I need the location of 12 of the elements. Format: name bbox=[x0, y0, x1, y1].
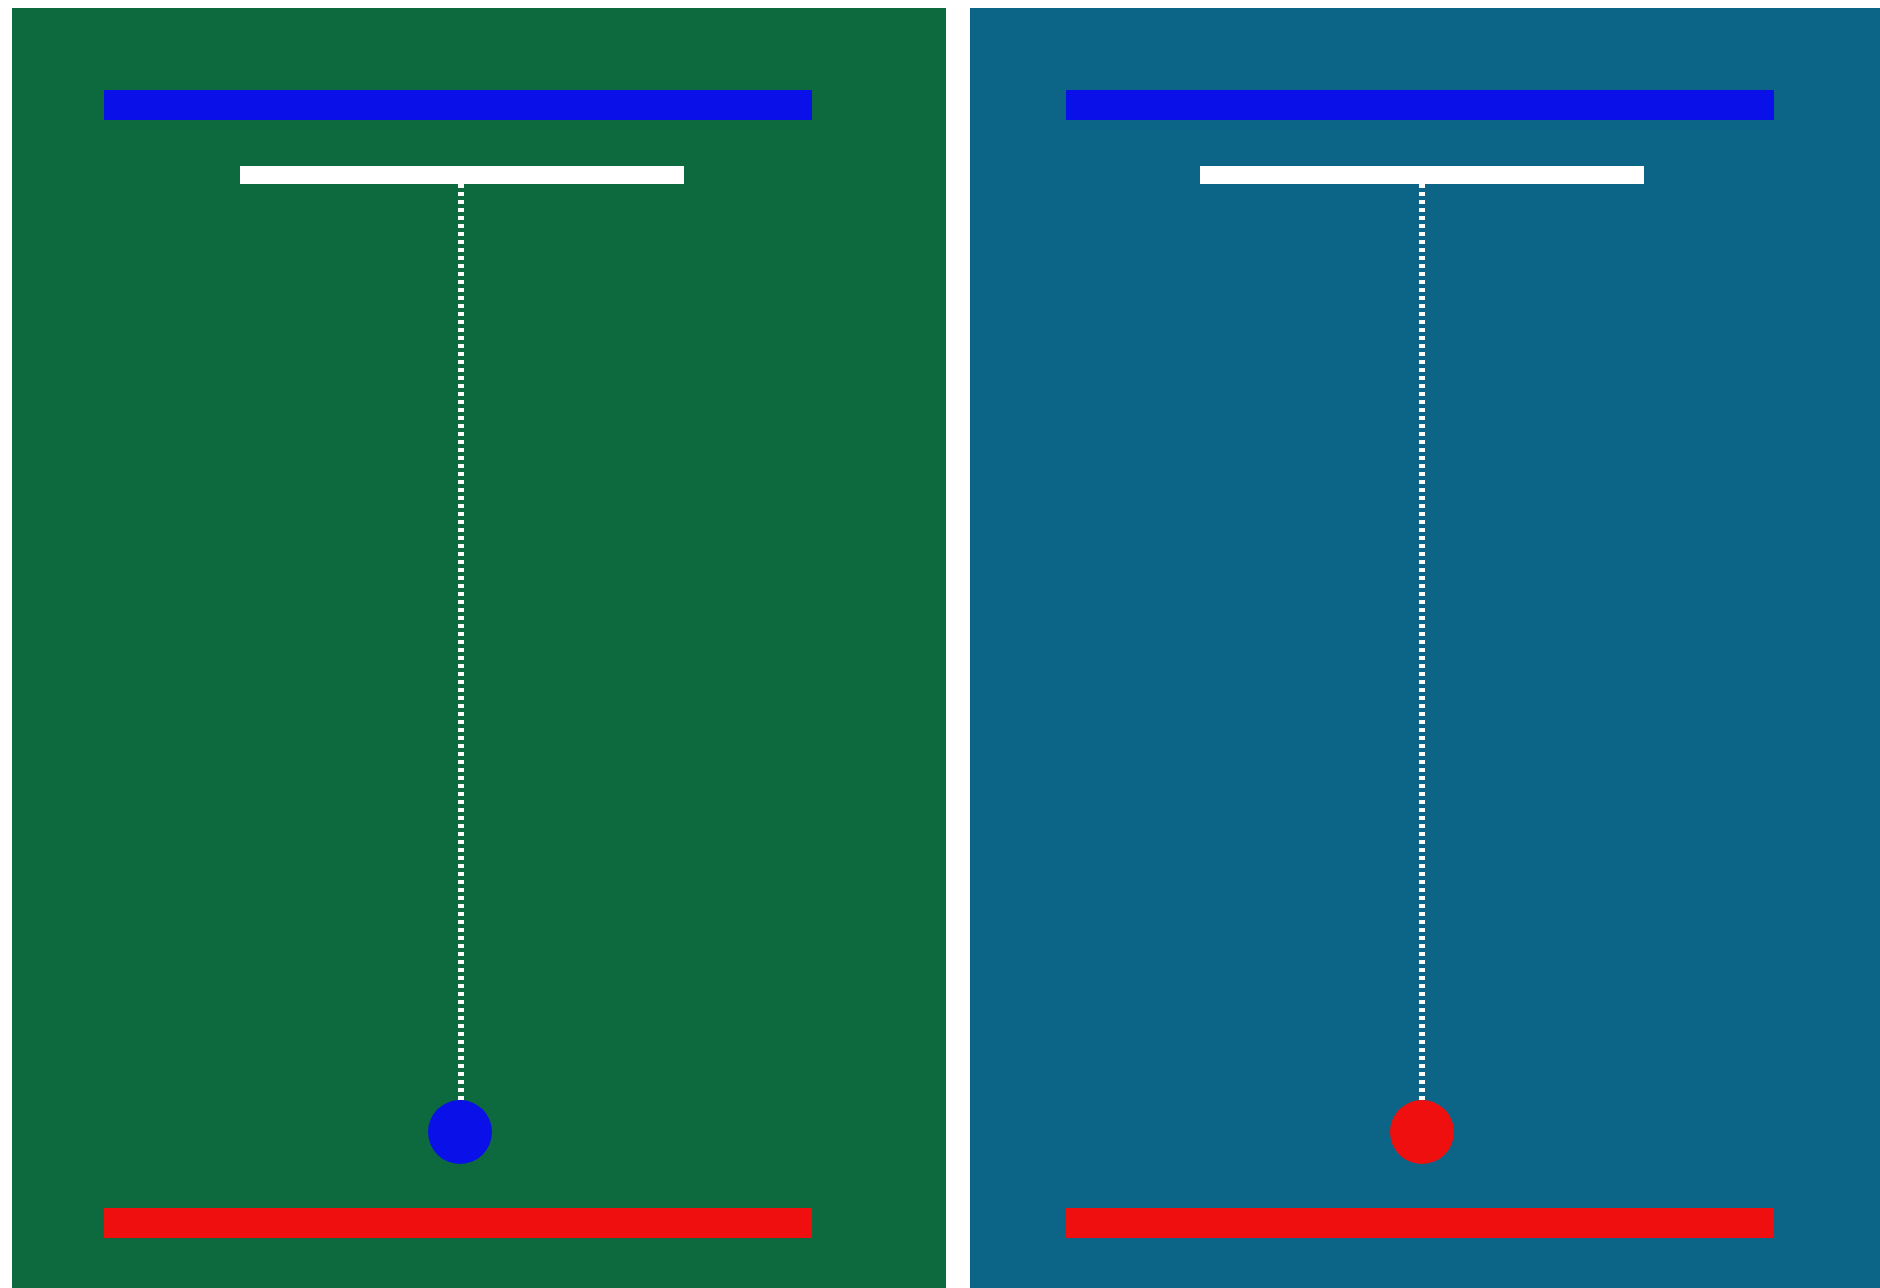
suspension-bar bbox=[1200, 166, 1644, 184]
suspension-bar bbox=[240, 166, 684, 184]
panel-background bbox=[12, 8, 946, 1288]
thread-line bbox=[458, 184, 464, 1100]
ball bbox=[428, 1100, 492, 1164]
ball bbox=[1390, 1100, 1454, 1164]
bottom-plate bbox=[104, 1208, 812, 1238]
bottom-plate bbox=[1066, 1208, 1774, 1238]
top-plate bbox=[1066, 90, 1774, 120]
thread-line bbox=[1419, 184, 1425, 1100]
panel-background bbox=[970, 8, 1880, 1288]
top-plate bbox=[104, 90, 812, 120]
